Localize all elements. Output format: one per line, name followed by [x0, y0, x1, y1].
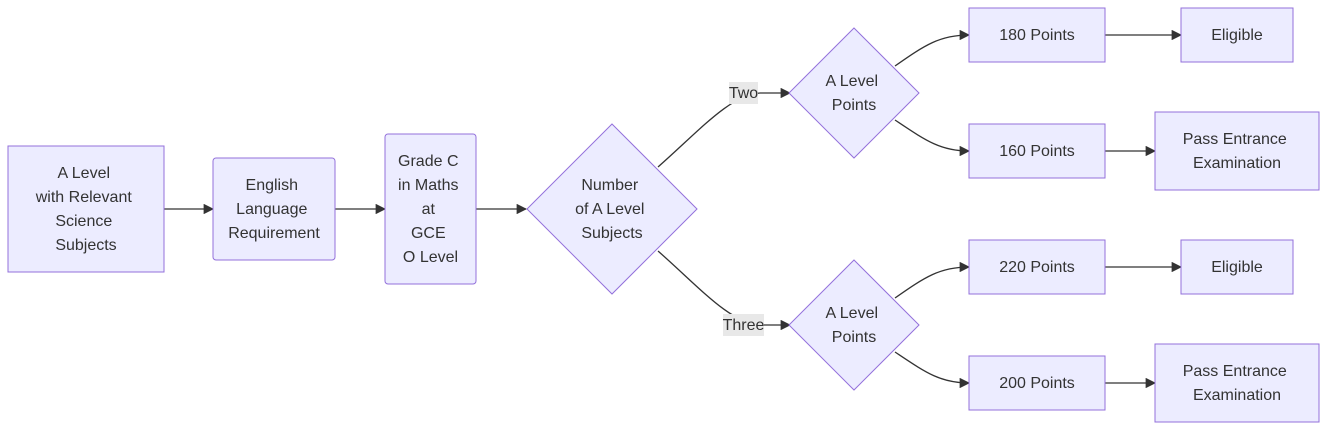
node-entrance-1-box: [1154, 111, 1320, 191]
node-entrance-2-box: [1154, 343, 1320, 423]
edge-label-two: Two: [729, 82, 758, 104]
node-160-points[interactable]: 160 Points: [968, 123, 1106, 179]
node-220-points-label: 220 Points: [999, 259, 1075, 276]
edge-points-two-to-180: [894, 29, 971, 67]
edge-points-two-to-160: [894, 119, 971, 157]
node-220-points[interactable]: 220 Points: [968, 239, 1106, 295]
node-160-points-label: 160 Points: [999, 143, 1075, 160]
node-entrance-2[interactable]: Pass Entrance Examination: [1154, 343, 1320, 423]
node-a-level[interactable]: A Level with Relevant Science Subjects: [7, 145, 165, 273]
node-points-three-diamond: [788, 259, 920, 391]
node-points-three-label: A Level Points: [826, 305, 883, 346]
edge-label-two-text: Two: [729, 85, 758, 102]
node-180-points-box: [968, 7, 1106, 63]
node-points-three[interactable]: A Level Points: [788, 259, 920, 391]
node-english-label: English Language Requirement: [228, 177, 320, 242]
edge-label-three-bg: [723, 314, 764, 336]
node-entrance-1-label: Pass Entrance Examination: [1183, 131, 1292, 172]
edge-number-to-points-three: [657, 250, 792, 331]
node-english-box: [212, 157, 336, 261]
node-a-level-label: A Level with Relevant Science Subjects: [35, 165, 137, 254]
node-grade-c[interactable]: Grade C in Maths at GCE O Level: [384, 133, 477, 285]
edge-points-three-to-200: [894, 351, 971, 389]
node-number-subjects[interactable]: Number of A Level Subjects: [526, 123, 698, 295]
node-220-points-box: [968, 239, 1106, 295]
node-points-two-diamond: [788, 27, 920, 159]
node-eligible-1[interactable]: Eligible: [1180, 7, 1294, 63]
node-eligible-1-label: Eligible: [1211, 27, 1263, 44]
node-200-points-label: 200 Points: [999, 375, 1075, 392]
edge-label-three-text: Three: [723, 317, 765, 334]
node-200-points-box: [968, 355, 1106, 411]
edges: [164, 29, 1183, 389]
edge-label-three: Three: [723, 314, 765, 336]
node-number-subjects-diamond: [526, 123, 698, 295]
node-180-points[interactable]: 180 Points: [968, 7, 1106, 63]
node-160-points-box: [968, 123, 1106, 179]
node-points-two[interactable]: A Level Points: [788, 27, 920, 159]
node-points-two-label: A Level Points: [826, 73, 883, 114]
node-number-subjects-label: Number of A Level Subjects: [575, 177, 649, 242]
edge-label-two-bg: [729, 82, 758, 104]
node-200-points[interactable]: 200 Points: [968, 355, 1106, 411]
node-eligible-2-label: Eligible: [1211, 259, 1263, 276]
node-eligible-2[interactable]: Eligible: [1180, 239, 1294, 295]
edge-number-to-points-two: [657, 87, 792, 168]
edge-points-three-to-220: [894, 261, 971, 299]
node-grade-c-label: Grade C in Maths at GCE O Level: [398, 153, 463, 266]
node-grade-c-box: [384, 133, 477, 285]
node-eligible-2-box: [1180, 239, 1294, 295]
node-english[interactable]: English Language Requirement: [212, 157, 336, 261]
node-180-points-label: 180 Points: [999, 27, 1075, 44]
node-eligible-1-box: [1180, 7, 1294, 63]
node-entrance-1[interactable]: Pass Entrance Examination: [1154, 111, 1320, 191]
node-entrance-2-label: Pass Entrance Examination: [1183, 363, 1292, 404]
node-a-level-box: [7, 145, 165, 273]
